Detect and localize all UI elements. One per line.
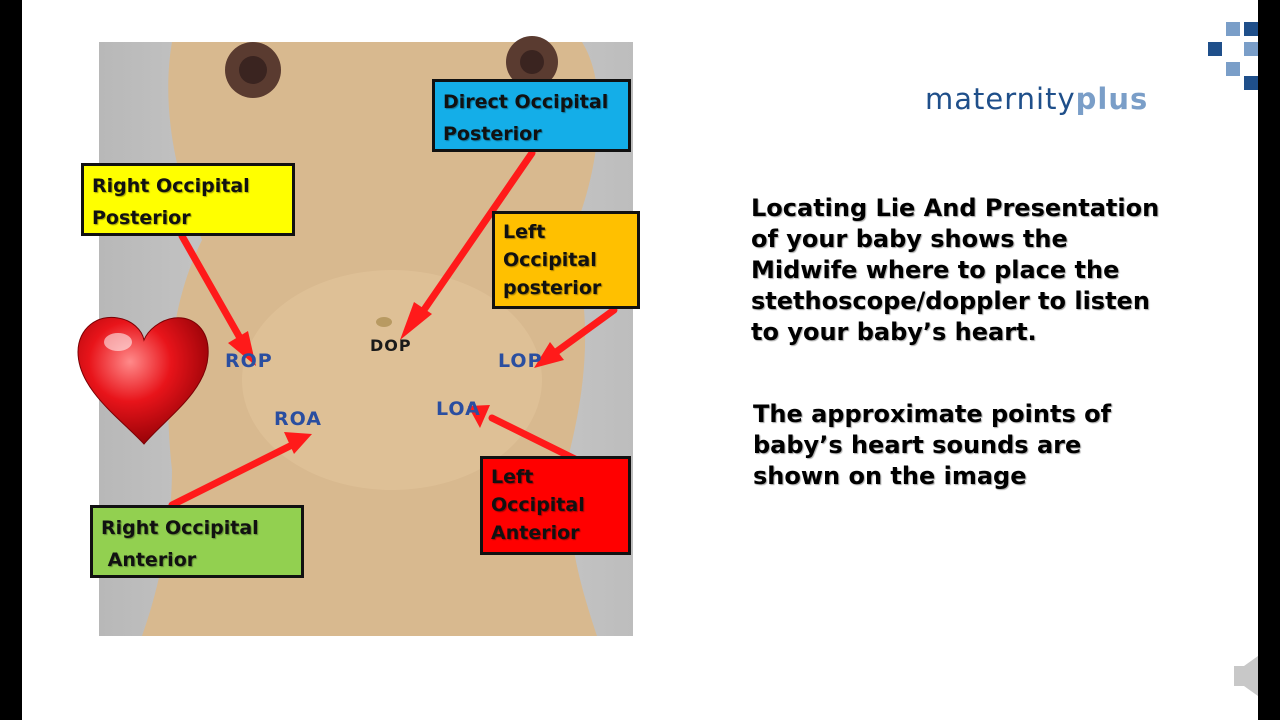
callout-rop-line-2: Posterior — [92, 207, 191, 229]
logo-text-regular: maternity — [925, 82, 1076, 116]
label-lop: LOP — [498, 350, 543, 372]
maternityplus-logo: maternityplus — [925, 82, 1148, 116]
callout-rop-line-1: Right Occipital — [92, 175, 250, 197]
callout-roa-line-1: Right Occipital — [101, 517, 259, 539]
callout-lop: Left Occipital posterior — [492, 211, 640, 309]
arrow-rop — [178, 232, 248, 349]
right-nipple-center — [520, 50, 544, 74]
paragraph-1-line-5: to your baby’s heart. — [751, 318, 1037, 346]
paragraph-1-line-3: Midwife where to place the — [751, 256, 1120, 284]
callout-loa-line-3: Anterior — [491, 522, 580, 544]
paragraph-2-line-1: The approximate points of — [753, 400, 1112, 428]
callout-lop-line-2: Occipital — [503, 249, 597, 271]
belly-highlight — [242, 270, 542, 490]
arrow-rop-head — [228, 331, 256, 366]
slide: ROP DOP LOP ROA LOA Direct Occipital Pos… — [22, 0, 1258, 720]
paragraph-1-line-2: of your baby shows the — [751, 225, 1068, 253]
callout-rop: Right Occipital Posterior — [81, 163, 295, 236]
callout-lop-line-3: posterior — [503, 277, 602, 299]
callout-roa: Right Occipital Anterior — [90, 505, 304, 578]
callout-dop: Direct Occipital Posterior — [432, 79, 631, 152]
paragraph-1: Locating Lie And Presentation of your ba… — [751, 193, 1159, 348]
arrow-dop — [413, 149, 536, 324]
callout-dop-line-1: Direct Occipital — [443, 91, 609, 113]
paragraph-1-line-4: stethoscope/doppler to listen — [751, 287, 1150, 315]
arrows — [168, 149, 618, 509]
paragraph-2-line-2: baby’s heart sounds are — [753, 431, 1082, 459]
label-loa: LOA — [436, 398, 481, 420]
arrow-lop — [548, 306, 618, 359]
arrow-loa — [488, 414, 581, 464]
callout-loa-line-2: Occipital — [491, 494, 585, 516]
arrow-roa-head — [284, 432, 312, 454]
callout-loa: Left Occipital Anterior — [480, 456, 631, 555]
callout-lop-line-1: Left — [503, 221, 546, 243]
arrow-roa — [168, 442, 294, 509]
arrow-lop-head — [534, 342, 564, 368]
label-roa: ROA — [274, 408, 322, 430]
arrow-dop-head — [400, 302, 432, 340]
logo-squares-icon — [1208, 22, 1258, 90]
heart-shine — [104, 333, 132, 351]
callout-dop-line-2: Posterior — [443, 123, 542, 145]
label-rop: ROP — [225, 350, 273, 372]
callout-loa-line-1: Left — [491, 466, 534, 488]
callout-roa-line-2: Anterior — [101, 549, 197, 571]
left-nipple-center — [239, 56, 267, 84]
speaker-icon — [1234, 656, 1258, 696]
label-dop: DOP — [370, 336, 412, 355]
logo-text-bold: plus — [1075, 82, 1149, 116]
navel — [376, 317, 392, 327]
paragraph-1-line-1: Locating Lie And Presentation — [751, 194, 1160, 222]
paragraph-2: The approximate points of baby’s heart s… — [753, 399, 1111, 492]
arrow-loa-head — [468, 405, 490, 428]
paragraph-2-line-3: shown on the image — [753, 462, 1027, 490]
